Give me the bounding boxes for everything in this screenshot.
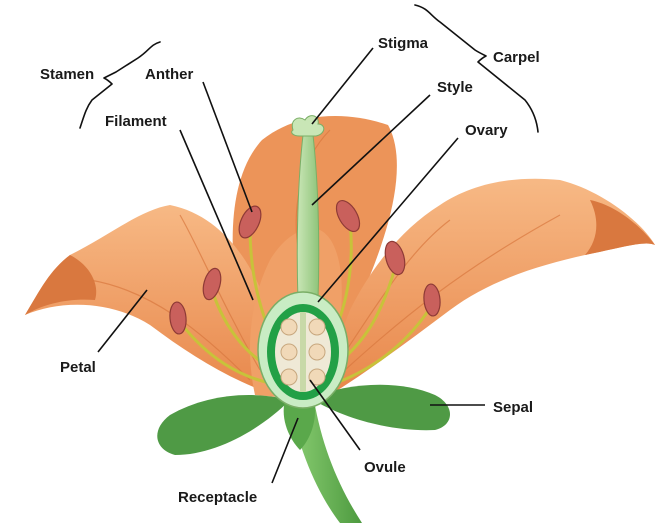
petal-left-fold bbox=[25, 255, 97, 315]
label-stamen: Stamen bbox=[40, 66, 94, 83]
label-ovule: Ovule bbox=[364, 459, 406, 476]
ovules bbox=[280, 318, 326, 386]
label-carpel: Carpel bbox=[493, 49, 540, 66]
sepal-left bbox=[157, 395, 290, 455]
sepal-right bbox=[310, 384, 450, 431]
anthers bbox=[169, 200, 441, 335]
leader-anther bbox=[202, 81, 253, 213]
stigma bbox=[291, 115, 325, 137]
petal-left bbox=[25, 205, 282, 395]
leader-filament bbox=[179, 129, 254, 301]
leader-petal bbox=[97, 289, 148, 353]
leader-ovule bbox=[309, 379, 361, 451]
label-anther: Anther bbox=[145, 66, 193, 83]
leader-receptacle bbox=[271, 417, 299, 484]
leader-ovary bbox=[317, 137, 459, 303]
leader-stigma bbox=[311, 47, 374, 125]
sepal-center bbox=[283, 400, 316, 450]
ovary-septum bbox=[300, 312, 306, 392]
label-sepal: Sepal bbox=[493, 399, 533, 416]
stamen-brace bbox=[79, 41, 161, 129]
petal-right-fold bbox=[585, 200, 655, 255]
label-stigma: Stigma bbox=[378, 35, 429, 52]
label-filament: Filament bbox=[105, 113, 167, 130]
carpel-brace bbox=[414, 4, 539, 133]
label-ovary: Ovary bbox=[465, 122, 508, 139]
style bbox=[296, 134, 320, 301]
label-receptacle: Receptacle bbox=[178, 489, 257, 506]
label-petal: Petal bbox=[60, 359, 96, 376]
leader-style bbox=[311, 94, 431, 206]
petal-right bbox=[330, 178, 655, 395]
label-style: Style bbox=[437, 79, 473, 96]
